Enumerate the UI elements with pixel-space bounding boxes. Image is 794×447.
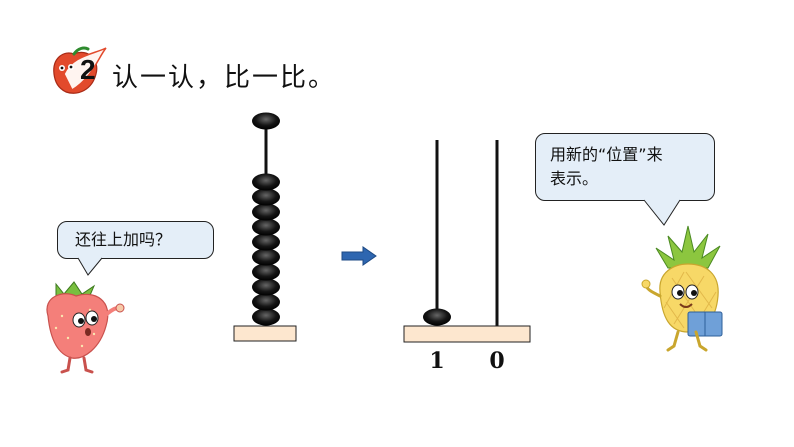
- carried-bead: [252, 112, 280, 130]
- left-abacus-base: [233, 325, 297, 342]
- right-arrow-icon: [341, 246, 377, 266]
- number-badge: [53, 46, 107, 94]
- strawberry-character-icon: [46, 281, 125, 374]
- tens-bead: [423, 308, 451, 326]
- left-abacus-bead: [252, 248, 280, 266]
- pineapple-character-icon: [641, 225, 723, 352]
- left-speech-bubble: 还往上加吗？: [57, 221, 214, 259]
- page-title: 认一认，比一比。: [112, 63, 337, 93]
- right-bubble-line-2: 表示。: [550, 169, 599, 188]
- left-abacus-bead: [252, 293, 280, 311]
- left-abacus: [233, 112, 297, 342]
- left-abacus-bead: [252, 308, 280, 326]
- left-abacus-bead: [252, 233, 280, 251]
- right-abacus: [403, 140, 531, 343]
- left-abacus-bead: [252, 203, 280, 221]
- right-speech-bubble: 用新的“位置”来 表示。: [535, 133, 715, 201]
- section-number: 2: [80, 54, 96, 85]
- right-abacus-base: [403, 325, 531, 343]
- left-bubble-text: 还往上加吗？: [75, 230, 172, 249]
- tens-place-label: 1: [429, 348, 445, 374]
- left-abacus-bead: [252, 188, 280, 206]
- right-bubble-tail: [643, 199, 681, 226]
- ones-place-label: 0: [489, 348, 505, 374]
- left-bubble-tail: [77, 257, 103, 276]
- left-abacus-bead: [252, 263, 280, 281]
- left-abacus-bead: [252, 218, 280, 236]
- left-abacus-bead: [252, 278, 280, 296]
- right-bubble-line-1: 用新的“位置”来: [550, 145, 663, 164]
- left-abacus-bead: [252, 173, 280, 191]
